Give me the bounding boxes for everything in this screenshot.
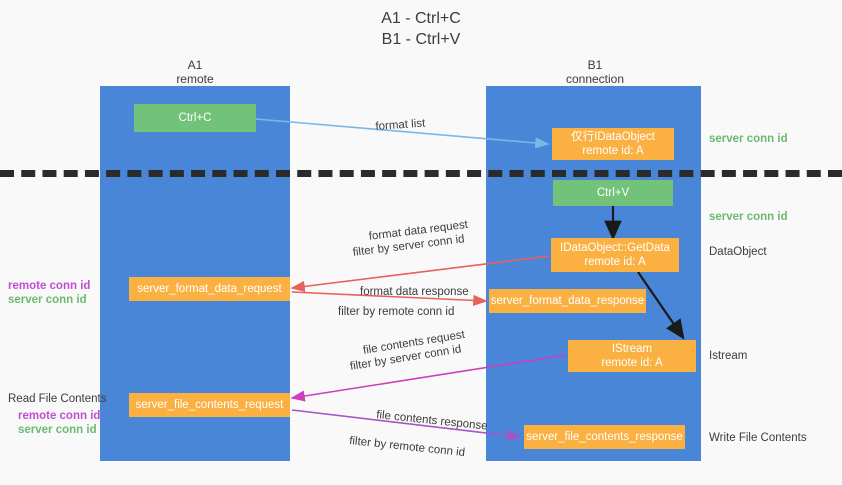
- box-getdata-line2: remote id: A: [584, 256, 646, 268]
- box-server-file-contents-response-label: server_file_contents_response: [526, 431, 683, 443]
- filter-prefix-2: filter by: [338, 306, 379, 318]
- right-label-data-object: DataObject: [709, 246, 767, 258]
- title-line-2: B1 - Ctrl+V: [381, 31, 461, 48]
- left-label-server-conn-id-2: server conn id: [18, 424, 97, 436]
- lane-b1-sub: connection: [565, 72, 625, 86]
- box-server-file-contents-request[interactable]: server_file_contents_request: [129, 393, 290, 417]
- phase-divider: [0, 170, 842, 177]
- arrow-label-format-data-response-filter: filter by remote conn id: [338, 305, 454, 319]
- filter-prefix-3: filter by: [349, 354, 391, 373]
- box-idataobject-top-line1: 仅行IDataObject: [571, 131, 655, 143]
- left-label-read-file-contents: Read File Contents: [8, 393, 107, 405]
- lane-a1-sub: remote: [176, 72, 214, 86]
- left-conn-id-group-1: remote conn id server conn id: [8, 279, 90, 307]
- arrow-label-format-list: format list: [375, 117, 426, 133]
- arrow-label-file-contents-response-filter: filter by remote conn id: [349, 434, 466, 460]
- box-getdata-line1: IDataObject::GetData: [560, 242, 670, 254]
- box-idataobject-top[interactable]: 仅行IDataObject remote id: A: [552, 128, 674, 160]
- box-idataobject-top-line2: remote id: A: [582, 145, 644, 157]
- box-istream-line2: remote id: A: [601, 357, 663, 369]
- right-label-write-file-contents: Write File Contents: [709, 432, 807, 444]
- box-ctrl-c-label: Ctrl+C: [178, 112, 212, 124]
- lane-header-a1: A1 remote: [140, 58, 250, 86]
- box-server-file-contents-request-label: server_file_contents_request: [135, 399, 284, 411]
- filter-prefix-4: filter by: [348, 434, 390, 452]
- box-server-format-data-response-label: server_format_data_response: [490, 295, 645, 307]
- box-ctrl-c[interactable]: Ctrl+C: [134, 104, 256, 132]
- box-server-format-data-response[interactable]: server_format_data_response: [489, 289, 646, 313]
- box-istream[interactable]: IStream remote id: A: [568, 340, 696, 372]
- lane-header-b1: B1 connection: [540, 58, 650, 86]
- filter-prefix-1: filter by: [352, 242, 394, 259]
- lane-b1-name: B1: [587, 58, 603, 72]
- box-istream-line1: IStream: [611, 343, 653, 355]
- left-conn-id-group-2: remote conn id server conn id: [18, 409, 100, 437]
- box-getdata[interactable]: IDataObject::GetData remote id: A: [551, 238, 679, 272]
- arrow-label-format-data-response: format data response: [360, 286, 469, 298]
- box-ctrl-v-label: Ctrl+V: [596, 187, 630, 199]
- right-label-server-conn-id-1: server conn id: [709, 133, 788, 145]
- title-line-1: A1 - Ctrl+C: [381, 10, 461, 27]
- left-label-remote-conn-id-1: remote conn id: [8, 280, 91, 292]
- right-label-istream: Istream: [709, 350, 748, 362]
- left-label-remote-conn-id-2: remote conn id: [18, 410, 101, 422]
- arrow-label-file-contents-response: file contents response: [375, 408, 489, 433]
- lane-a1-name: A1: [187, 58, 203, 72]
- box-server-format-data-request[interactable]: server_format_data_request: [129, 277, 290, 301]
- page-title: A1 - Ctrl+C B1 - Ctrl+V: [0, 8, 842, 50]
- filter-value-2: remote conn id: [378, 306, 455, 318]
- box-server-file-contents-response[interactable]: server_file_contents_response: [524, 425, 685, 449]
- right-label-server-conn-id-2: server conn id: [709, 211, 788, 223]
- left-label-server-conn-id-1: server conn id: [8, 294, 87, 306]
- filter-value-4: remote conn id: [388, 439, 466, 460]
- box-server-format-data-request-label: server_format_data_request: [137, 283, 282, 295]
- box-ctrl-v[interactable]: Ctrl+V: [553, 180, 673, 206]
